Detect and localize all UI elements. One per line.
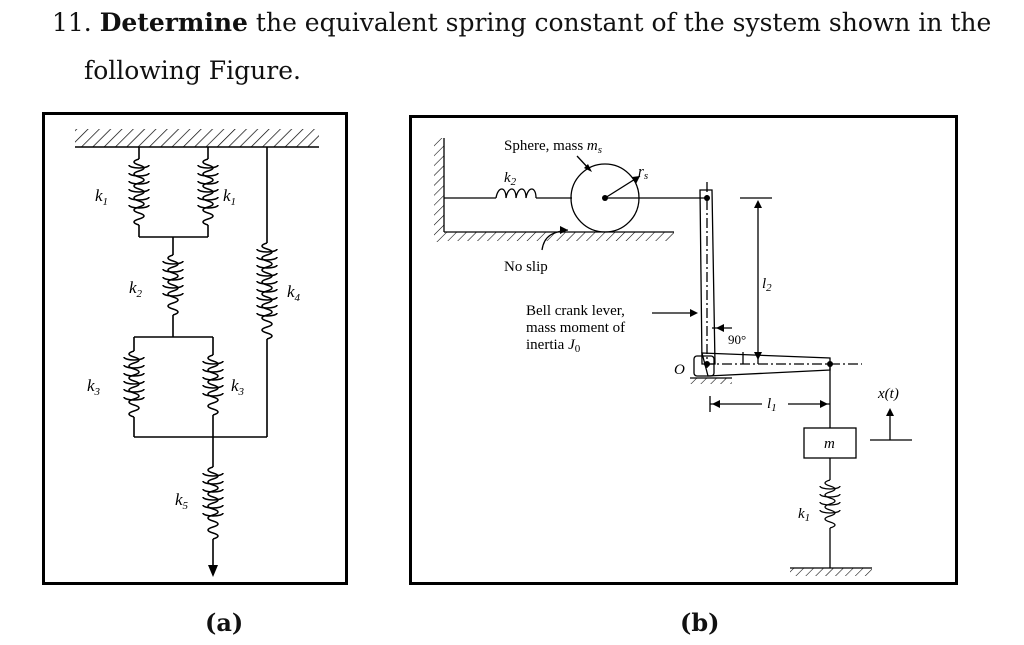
floor-hatch: [444, 232, 674, 241]
label-xt: x(t): [877, 386, 899, 402]
label-no-slip: No slip: [504, 259, 548, 275]
caption-b: (b): [680, 608, 720, 637]
arrow-noslip-icon: [560, 226, 568, 234]
sphere-center-dot: [602, 195, 608, 201]
question-line-1: 11. Determine the equivalent spring cons…: [52, 8, 991, 38]
spring-k1-b: [824, 479, 836, 529]
label-pivot-o: O: [674, 362, 685, 378]
label-rs: rs: [638, 164, 648, 182]
label-k2: k2: [129, 278, 143, 300]
label-k3-right: k3: [231, 376, 245, 398]
arrow-l2-bottom-icon: [754, 352, 762, 360]
pivot-pin: [704, 361, 710, 367]
label-k2-b: k2: [504, 170, 517, 188]
arrow-90-icon: [716, 324, 724, 332]
wall-hatch: [434, 138, 444, 242]
label-k5: k5: [175, 490, 189, 512]
label-k3-left: k3: [87, 376, 101, 398]
label-l2: l2: [762, 276, 772, 294]
question-bold-word: Determine: [99, 8, 248, 37]
label-lever-2: mass moment of: [526, 320, 625, 336]
arrow-xt-icon: [886, 408, 894, 416]
label-mass-m: m: [824, 436, 835, 452]
ceiling-hatch: [75, 129, 319, 147]
label-k1-right: k1: [223, 186, 236, 208]
spring-k4: [261, 242, 273, 340]
arrow-l1-right-icon: [820, 400, 828, 408]
spring-k2: [167, 254, 179, 316]
question-line-2: following Figure.: [84, 56, 301, 85]
lever-end-pin: [827, 361, 833, 367]
label-l1: l1: [767, 396, 777, 414]
arrow-lever-icon: [690, 309, 698, 317]
arrow-l2-top-icon: [754, 200, 762, 208]
lever-top-pin: [704, 195, 710, 201]
figure-b-svg: Sphere, mass ms k2 rs No slip Bell crank…: [434, 138, 912, 576]
figure-a-panel: k1 k1 k2 k4 k3 k3 k5: [42, 112, 348, 585]
question-number: 11.: [52, 8, 92, 37]
label-k1-left: k1: [95, 186, 108, 208]
figure-a-svg: k1 k1 k2 k4 k3 k3 k5: [75, 129, 319, 577]
label-k1-b: k1: [798, 506, 810, 524]
label-sphere: Sphere, mass ms: [504, 138, 602, 156]
caption-a: (a): [205, 608, 244, 637]
label-lever-3: inertia J0: [526, 337, 581, 355]
figure-b-panel: Sphere, mass ms k2 rs No slip Bell crank…: [409, 115, 958, 585]
lever-vertical-arm: [699, 189, 716, 365]
arrow-l1-left-icon: [712, 400, 720, 408]
spring-k2-b: [495, 188, 537, 199]
label-angle: 90°: [728, 332, 746, 347]
arrow-rs-icon: [632, 176, 640, 184]
spring-k3-right: [207, 354, 219, 416]
arrow-down-icon: [208, 565, 218, 577]
arrow-sphere-icon: [584, 164, 592, 172]
label-lever-1: Bell crank lever,: [526, 303, 625, 319]
question-text-1: the equivalent spring constant of the sy…: [247, 8, 992, 37]
label-k4: k4: [287, 282, 301, 304]
spring-k5: [207, 466, 219, 540]
